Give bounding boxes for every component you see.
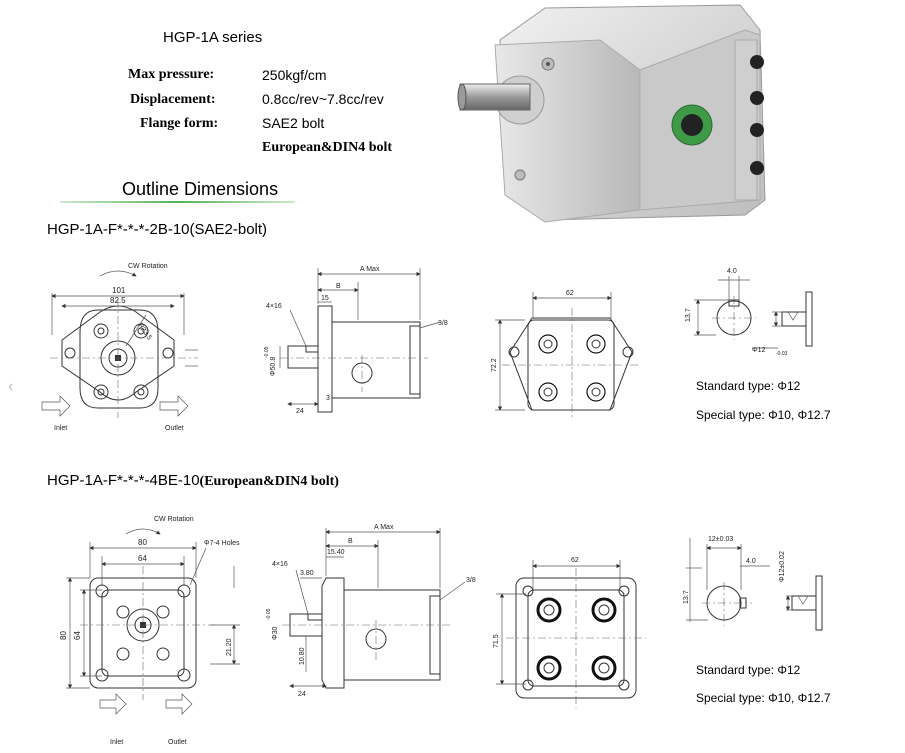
s1-front-view — [41, 270, 198, 418]
s2-front-inlet: Inlet — [110, 739, 123, 746]
s2-shaft-4: 4.0 — [746, 558, 756, 565]
s2-side-15_40: 15.40 — [327, 549, 345, 556]
section1-code: HGP-1A-F*-*-*-2B-10(SAE2-bolt) — [47, 221, 268, 238]
s2-shaft-12: 12±0.03 — [708, 536, 733, 543]
s2-side-3_80: 3.80 — [300, 570, 314, 577]
s2-std-value: Φ12 — [777, 663, 801, 677]
s1-shaft-4: 4.0 — [727, 268, 737, 275]
s1-spec-value: Φ10, Φ12.7 — [768, 408, 831, 422]
carousel-prev-icon[interactable]: ‹ — [8, 378, 14, 395]
s1-side-tol: -0.05 — [264, 346, 270, 358]
section2-code: HGP-1A-F*-*-*-4BE-10(European&DIN4 bolt) — [47, 472, 339, 490]
spec-label-flange: Flange form: — [140, 116, 219, 131]
s2-front-64v: 64 — [73, 631, 82, 640]
s2-front-outlet: Outlet — [168, 739, 187, 746]
s2-std-type: Standard type: Φ12 — [696, 663, 800, 677]
s2-spec-label: Special type: — [696, 691, 765, 705]
s2-spec-type: Special type: Φ10, Φ12.7 — [696, 691, 831, 705]
s1-side-3: 3 — [326, 395, 330, 402]
spec-value-max-pressure: 250kgf/cm — [262, 67, 327, 83]
s2-std-label: Standard type: — [696, 663, 775, 677]
s1-front-82_5: 82.5 — [110, 296, 126, 305]
s1-side-key: 4×16 — [266, 303, 282, 310]
s1-front-outlet: Outlet — [165, 425, 184, 432]
s1-shaft-tol: -0.03 — [776, 351, 788, 357]
s1-back-62: 62 — [566, 290, 574, 297]
s1-std-value: Φ12 — [777, 379, 801, 393]
spec-label-max-pressure: Max pressure: — [128, 67, 215, 82]
s1-std-label: Standard type: — [696, 379, 775, 393]
section2-code-suffix: (European&DIN4 bolt) — [199, 474, 339, 489]
s2-front-view — [66, 528, 240, 715]
s2-side-b: B — [348, 538, 353, 545]
s2-shaft-12v: Φ12±0.02 — [779, 551, 786, 582]
s2-back-62: 62 — [571, 557, 579, 564]
outline-underline — [60, 201, 295, 203]
s1-front-r: R23.5 — [136, 322, 153, 341]
s2-front-21_20: 21.20 — [226, 638, 233, 656]
s2-shaft-detail — [686, 538, 823, 631]
s2-spec-value: Φ10, Φ12.7 — [768, 691, 831, 705]
s2-front-rotation: CW Rotation — [154, 516, 194, 523]
outline-title: Outline Dimensions — [122, 179, 279, 199]
s1-side-15: 15 — [321, 295, 329, 302]
s1-front-rotation: CW Rotation — [128, 263, 168, 270]
s1-side-shaft-dia: Φ50.8 — [270, 357, 277, 376]
section2-code-prefix: HGP-1A-F*-*-*-4BE-10 — [47, 472, 200, 489]
s2-side-port: 3/8 — [466, 577, 476, 584]
pump-photo — [457, 4, 766, 223]
spec-value-displacement: 0.8cc/rev~7.8cc/rev — [262, 91, 384, 107]
spec-label-displacement: Displacement: — [130, 92, 216, 107]
s1-shaft-13_7: 13.7 — [685, 308, 692, 322]
series-title: HGP-1A series — [163, 29, 263, 46]
s2-back-71_5: 71.5 — [493, 634, 500, 648]
s1-side-amax: A Max — [360, 266, 380, 273]
s1-front-101: 101 — [112, 286, 126, 295]
s1-side-24: 24 — [296, 408, 304, 415]
spec-value-flange-extra: European&DIN4 bolt — [262, 140, 393, 155]
s1-side-port: 3/8 — [438, 320, 448, 327]
s1-side-view — [279, 268, 441, 413]
s1-front-inlet: Inlet — [54, 425, 67, 432]
s2-front-80v: 80 — [59, 631, 68, 640]
s1-spec-type: Special type: Φ10, Φ12.7 — [696, 408, 831, 422]
s2-front-64: 64 — [138, 554, 147, 563]
s1-shaft-detail — [694, 276, 813, 349]
s1-shaft-12: Φ12 — [752, 347, 765, 354]
s2-side-24: 24 — [298, 691, 306, 698]
s2-side-10_80: 10.80 — [299, 647, 306, 665]
s1-spec-label: Special type: — [696, 408, 765, 422]
s2-side-amax: A Max — [374, 524, 394, 531]
s2-front-80: 80 — [138, 538, 147, 547]
s2-side-view — [282, 528, 466, 689]
s2-side-key: 4×16 — [272, 561, 288, 568]
s1-std-type: Standard type: Φ12 — [696, 379, 800, 393]
s2-side-tol: -0.05 — [266, 608, 272, 620]
s2-shaft-13_7: 13.7 — [683, 590, 690, 604]
spec-value-flange: SAE2 bolt — [262, 115, 325, 131]
s2-side-shaft-dia: Φ30 — [272, 627, 279, 640]
s1-back-72_2: 72.2 — [491, 358, 498, 372]
s1-back-view — [495, 292, 640, 420]
s1-side-b: B — [336, 283, 341, 290]
s2-front-holes: Φ7-4 Holes — [204, 540, 240, 547]
s2-back-view — [496, 560, 646, 708]
